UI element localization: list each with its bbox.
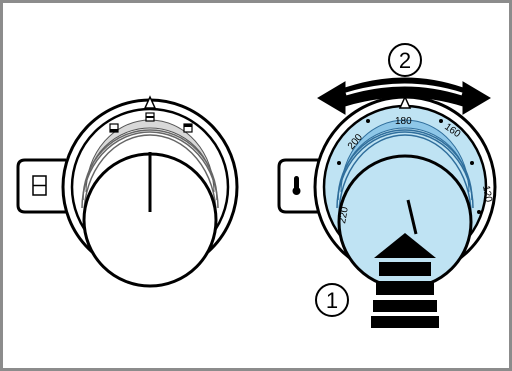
left-knob bbox=[16, 95, 239, 288]
mode-icon-right bbox=[183, 123, 193, 133]
temp-label-180: 180 bbox=[395, 116, 412, 127]
push-arrow bbox=[371, 233, 439, 328]
temp-label-120: 120 bbox=[480, 185, 494, 204]
right-knob-tab bbox=[277, 158, 320, 214]
left-knob-index-mark bbox=[143, 95, 157, 109]
right-knob: 200 180 160 220 120 bbox=[277, 95, 497, 290]
thermometer-icon bbox=[292, 176, 301, 195]
rotate-arrow bbox=[317, 77, 491, 115]
right-knob-pointer bbox=[406, 199, 418, 235]
right-knob-index-mark bbox=[398, 95, 412, 109]
step-badge-1: 1 bbox=[315, 283, 349, 317]
step-number-1: 1 bbox=[326, 288, 338, 313]
mode-selector-icon bbox=[32, 175, 47, 196]
step-badge-2: 2 bbox=[388, 43, 422, 77]
mode-icon-left bbox=[109, 123, 119, 133]
step-number-2: 2 bbox=[399, 48, 411, 73]
temp-label-220: 220 bbox=[337, 206, 351, 225]
mode-icon-center bbox=[145, 112, 155, 122]
